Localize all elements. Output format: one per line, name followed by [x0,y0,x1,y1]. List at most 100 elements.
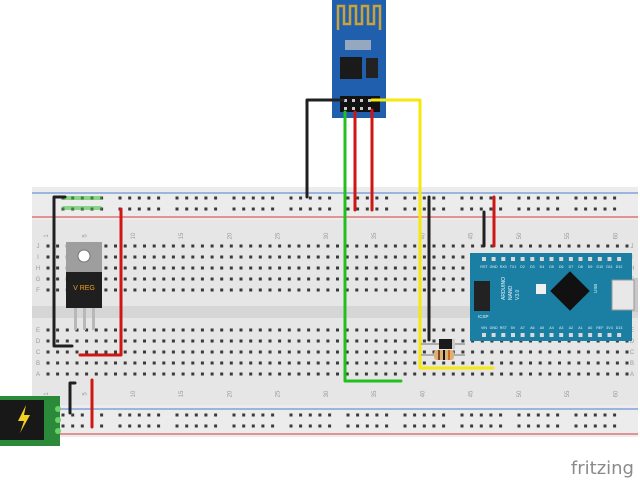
breadboard-hole [326,244,330,248]
breadboard-hole [128,424,132,428]
breadboard-hole [625,372,629,376]
breadboard-hole [210,350,214,354]
nano-pin [520,257,525,261]
breadboard-hole [114,339,117,343]
breadboard-hole [355,350,359,354]
breadboard-hole [593,207,597,211]
breadboard-hole [432,413,436,417]
breadboard-hole [220,350,224,354]
breadboard-hole [65,339,69,343]
breadboard-hole [517,424,521,428]
wires [52,98,496,429]
breadboard-hole [261,424,265,428]
breadboard-hole [336,288,339,292]
breadboard-hole [114,277,117,281]
breadboard-hole [287,328,291,332]
breadboard-hole [548,361,552,365]
breadboard-hole [123,339,127,343]
breadboard-hole [278,328,282,332]
breadboard-hole [249,339,253,343]
breadboard-hole [191,266,195,270]
breadboard-hole [307,361,311,365]
breadboard-hole [422,413,426,417]
nano-model: NANO [508,285,514,300]
breadboard-hole [194,424,198,428]
breadboard-hole [152,350,156,354]
breadboard-hole [171,361,175,365]
breadboard-hole [346,413,350,417]
breadboard-hole [479,196,483,200]
breadboard-hole [336,266,339,270]
breadboard-hole [375,207,379,211]
breadboard-hole [56,244,60,248]
breadboard-hole [114,244,117,248]
breadboard-hole [432,196,436,200]
breadboard-hole [479,413,483,417]
breadboard-hole [374,288,378,292]
breadboard-hole [336,350,339,354]
breadboard-hole [403,255,407,259]
breadboard-hole [289,207,293,211]
breadboard-hole [297,361,301,365]
nano-pin-label: A1 [578,326,582,330]
breadboard-hole [133,277,137,281]
row-letter: C [36,350,41,356]
breadboard-hole [307,339,311,343]
breadboard-hole [328,196,332,200]
breadboard-hole [527,424,531,428]
breadboard-hole [171,288,175,292]
breadboard-hole [500,361,504,365]
breadboard-hole [271,413,275,417]
breadboard-hole [258,255,262,259]
breadboard-hole [297,339,301,343]
column-number: 30 [324,232,330,239]
breadboard-hole [316,288,320,292]
breadboard-hole [80,413,84,417]
breadboard-hole [374,361,378,365]
breadboard-hole [128,207,132,211]
diode [421,339,465,349]
breadboard-hole [451,277,455,281]
bottom-power-rail [32,405,638,437]
breadboard-hole [422,372,426,376]
nano-pin [578,333,583,337]
breadboard-hole [374,277,378,281]
breadboard-hole [171,277,175,281]
breadboard-hole [258,244,262,248]
breadboard-hole [229,266,233,270]
row-letter: E [36,328,40,334]
breadboard-hole [157,413,161,417]
breadboard-hole [355,244,359,248]
breadboard-hole [229,255,233,259]
breadboard-hole [479,424,483,428]
breadboard-hole [586,372,590,376]
breadboard-hole [364,255,368,259]
breadboard-hole [220,372,224,376]
breadboard-hole [451,361,455,365]
breadboard-hole [46,361,50,365]
breadboard-hole [326,339,330,343]
breadboard-hole [268,350,272,354]
breadboard-hole [584,207,588,211]
breadboard-hole [133,244,137,248]
breadboard-hole [499,196,503,200]
wire-esp-gnd [305,98,345,199]
breadboard-hole [287,255,291,259]
breadboard-hole [326,266,330,270]
nano-pin-label: A5 [540,326,544,330]
breadboard-hole [268,361,272,365]
breadboard-hole [346,196,350,200]
breadboard-hole [500,350,504,354]
row-letter: J [37,244,40,250]
breadboard-hole [355,339,359,343]
breadboard-hole [191,244,195,248]
breadboard-hole [567,244,571,248]
breadboard-hole [422,277,426,281]
breadboard-hole [137,424,141,428]
breadboard-hole [355,255,359,259]
breadboard-hole [326,277,330,281]
nano-pin [511,257,515,261]
breadboard-hole [210,361,214,365]
